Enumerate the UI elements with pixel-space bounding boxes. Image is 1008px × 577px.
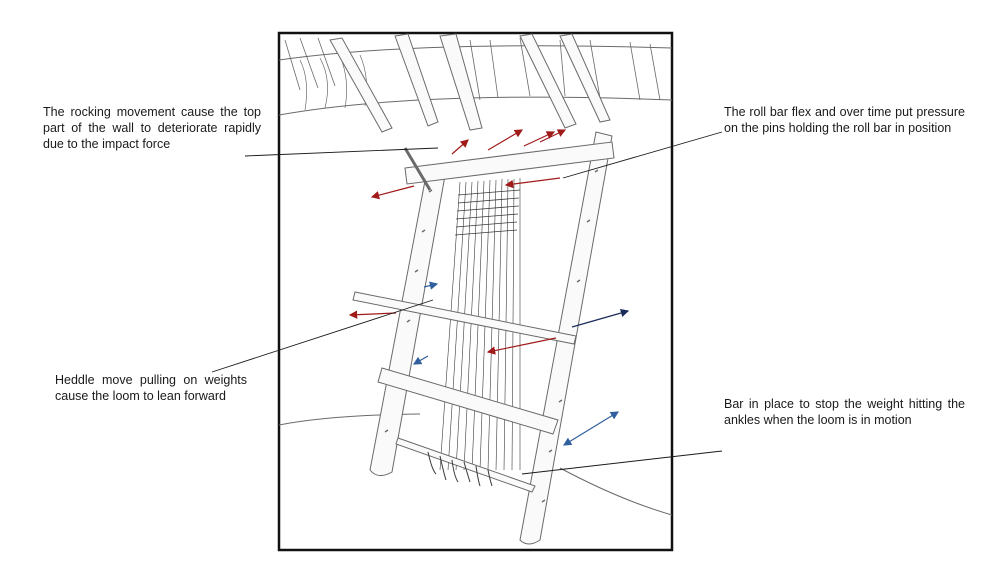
force-arrows — [348, 129, 567, 355]
loom-upright-left — [369, 164, 447, 476]
annotation-wall-deterioration: The rocking movement cause the top part … — [43, 105, 261, 151]
annotation-heddle: Heddle move pulling on weights cause the… — [55, 373, 247, 403]
thatched-roof — [279, 33, 672, 133]
loom-weights — [427, 451, 493, 487]
bottom-bar — [395, 437, 536, 493]
roll-bar — [404, 141, 615, 185]
motion-arrows — [412, 281, 630, 446]
shed-rod — [377, 367, 559, 435]
leader-lines — [211, 131, 723, 475]
annotation-roll-bar: The roll bar flex and over time put pres… — [724, 105, 965, 135]
annotation-bottom-bar: Bar in place to stop the weight hitting … — [724, 397, 965, 427]
roll-bar-pin — [403, 147, 432, 191]
heddle-bar — [352, 291, 577, 345]
